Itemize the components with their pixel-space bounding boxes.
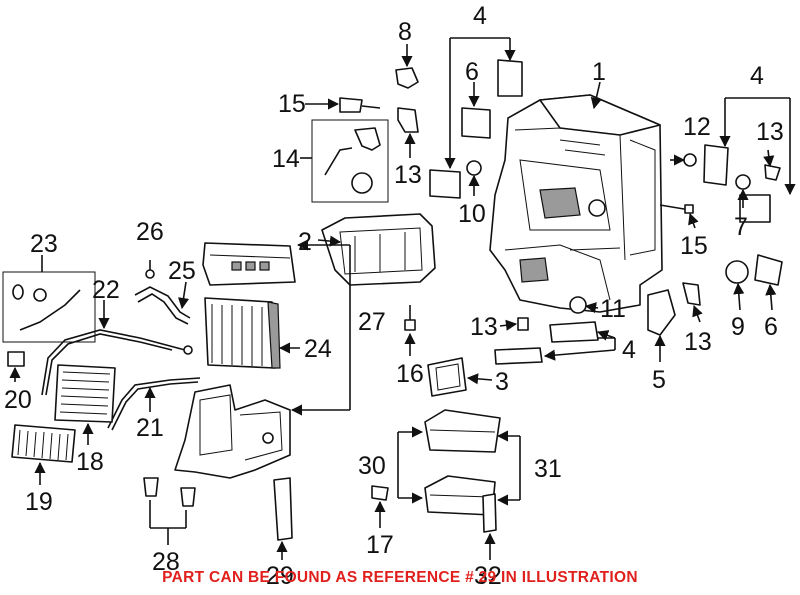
callout-19: 19 xyxy=(25,488,53,516)
callout-5: 5 xyxy=(652,366,666,394)
callout-4-top: 4 xyxy=(473,2,487,30)
lever-13c xyxy=(517,317,529,331)
hose-25 xyxy=(134,286,191,325)
oring-26 xyxy=(145,269,155,279)
actuator-4c xyxy=(494,321,599,365)
duct-part-2 xyxy=(321,213,436,286)
grommet-7 xyxy=(735,174,751,190)
filter-clip-32 xyxy=(482,493,497,533)
callout-12: 12 xyxy=(683,113,711,141)
seal-16 xyxy=(427,357,467,397)
callout-17: 17 xyxy=(366,531,394,559)
callout-24: 24 xyxy=(304,335,332,363)
reference-note: PART CAN BE FOUND AS REFERENCE # 29 IN I… xyxy=(162,569,638,586)
callout-23: 23 xyxy=(30,230,58,258)
callout-labels: 1 2 3 4 4 4 5 6 6 7 8 9 10 11 12 13 13 1… xyxy=(4,2,784,590)
callout-31: 31 xyxy=(534,455,562,483)
callout-3: 3 xyxy=(495,368,509,396)
clip-20 xyxy=(7,351,25,367)
callout-2: 2 xyxy=(298,228,312,256)
callout-13-right: 13 xyxy=(756,118,784,146)
callout-22: 22 xyxy=(92,276,120,304)
callout-30: 30 xyxy=(358,452,386,480)
lever-13b xyxy=(764,164,781,181)
lower-case-27 xyxy=(174,384,291,479)
callout-4-right: 4 xyxy=(750,62,764,90)
actuator-15a xyxy=(339,97,381,113)
kit-box-14 xyxy=(311,119,389,203)
leader-lines xyxy=(9,37,796,560)
callout-27: 27 xyxy=(358,308,386,336)
callout-7: 7 xyxy=(734,213,748,241)
actuator-4a xyxy=(429,59,523,199)
bracket-29 xyxy=(273,477,293,541)
actuator-15b xyxy=(659,204,694,214)
callout-15-right: 15 xyxy=(680,232,708,260)
clip-17 xyxy=(371,485,389,501)
callout-29: 29 xyxy=(266,562,294,590)
cam-8 xyxy=(395,67,419,89)
heater-shield-19 xyxy=(11,424,76,463)
pin-28a xyxy=(143,477,159,497)
heater-core-18 xyxy=(54,364,116,423)
callout-18: 18 xyxy=(76,448,104,476)
callout-4-mid: 4 xyxy=(622,336,636,364)
actuator-5 xyxy=(647,289,676,336)
callout-28: 28 xyxy=(152,548,180,576)
ac-line-21 xyxy=(107,377,201,431)
callout-25: 25 xyxy=(168,257,196,285)
evaporator-core-24 xyxy=(204,297,281,369)
callout-1: 1 xyxy=(592,58,606,86)
callout-6-right: 6 xyxy=(764,313,778,341)
hvac-housing xyxy=(489,94,663,313)
callout-8: 8 xyxy=(398,18,412,46)
callout-15-top: 15 xyxy=(278,90,306,118)
actuator-6b xyxy=(754,254,783,286)
callout-16: 16 xyxy=(396,360,424,388)
callout-21: 21 xyxy=(136,414,164,442)
callout-9: 9 xyxy=(731,313,745,341)
callout-6-left: 6 xyxy=(465,58,479,86)
cabin-filter-top xyxy=(424,409,501,453)
actuator-6a xyxy=(461,107,491,139)
callout-13-mid: 13 xyxy=(470,313,498,341)
blower-top-part xyxy=(202,242,296,286)
fitting-10 xyxy=(466,160,482,176)
seal-11 xyxy=(569,296,587,314)
callout-13-low: 13 xyxy=(684,328,712,356)
callout-20: 20 xyxy=(4,386,32,414)
callout-32: 32 xyxy=(474,562,502,590)
lever-13d xyxy=(682,282,701,306)
callout-26: 26 xyxy=(136,218,164,246)
lever-13a xyxy=(397,107,419,133)
sensor-27 xyxy=(404,305,416,331)
pin-28b xyxy=(180,487,196,507)
ac-line-22 xyxy=(41,329,193,396)
callout-10: 10 xyxy=(458,200,486,228)
callout-14: 14 xyxy=(272,145,300,173)
clip-9 xyxy=(725,260,749,284)
callout-13-top: 13 xyxy=(394,161,422,189)
kit-box-23 xyxy=(2,271,96,343)
callout-11: 11 xyxy=(600,295,626,323)
sensor-12 xyxy=(683,153,697,167)
